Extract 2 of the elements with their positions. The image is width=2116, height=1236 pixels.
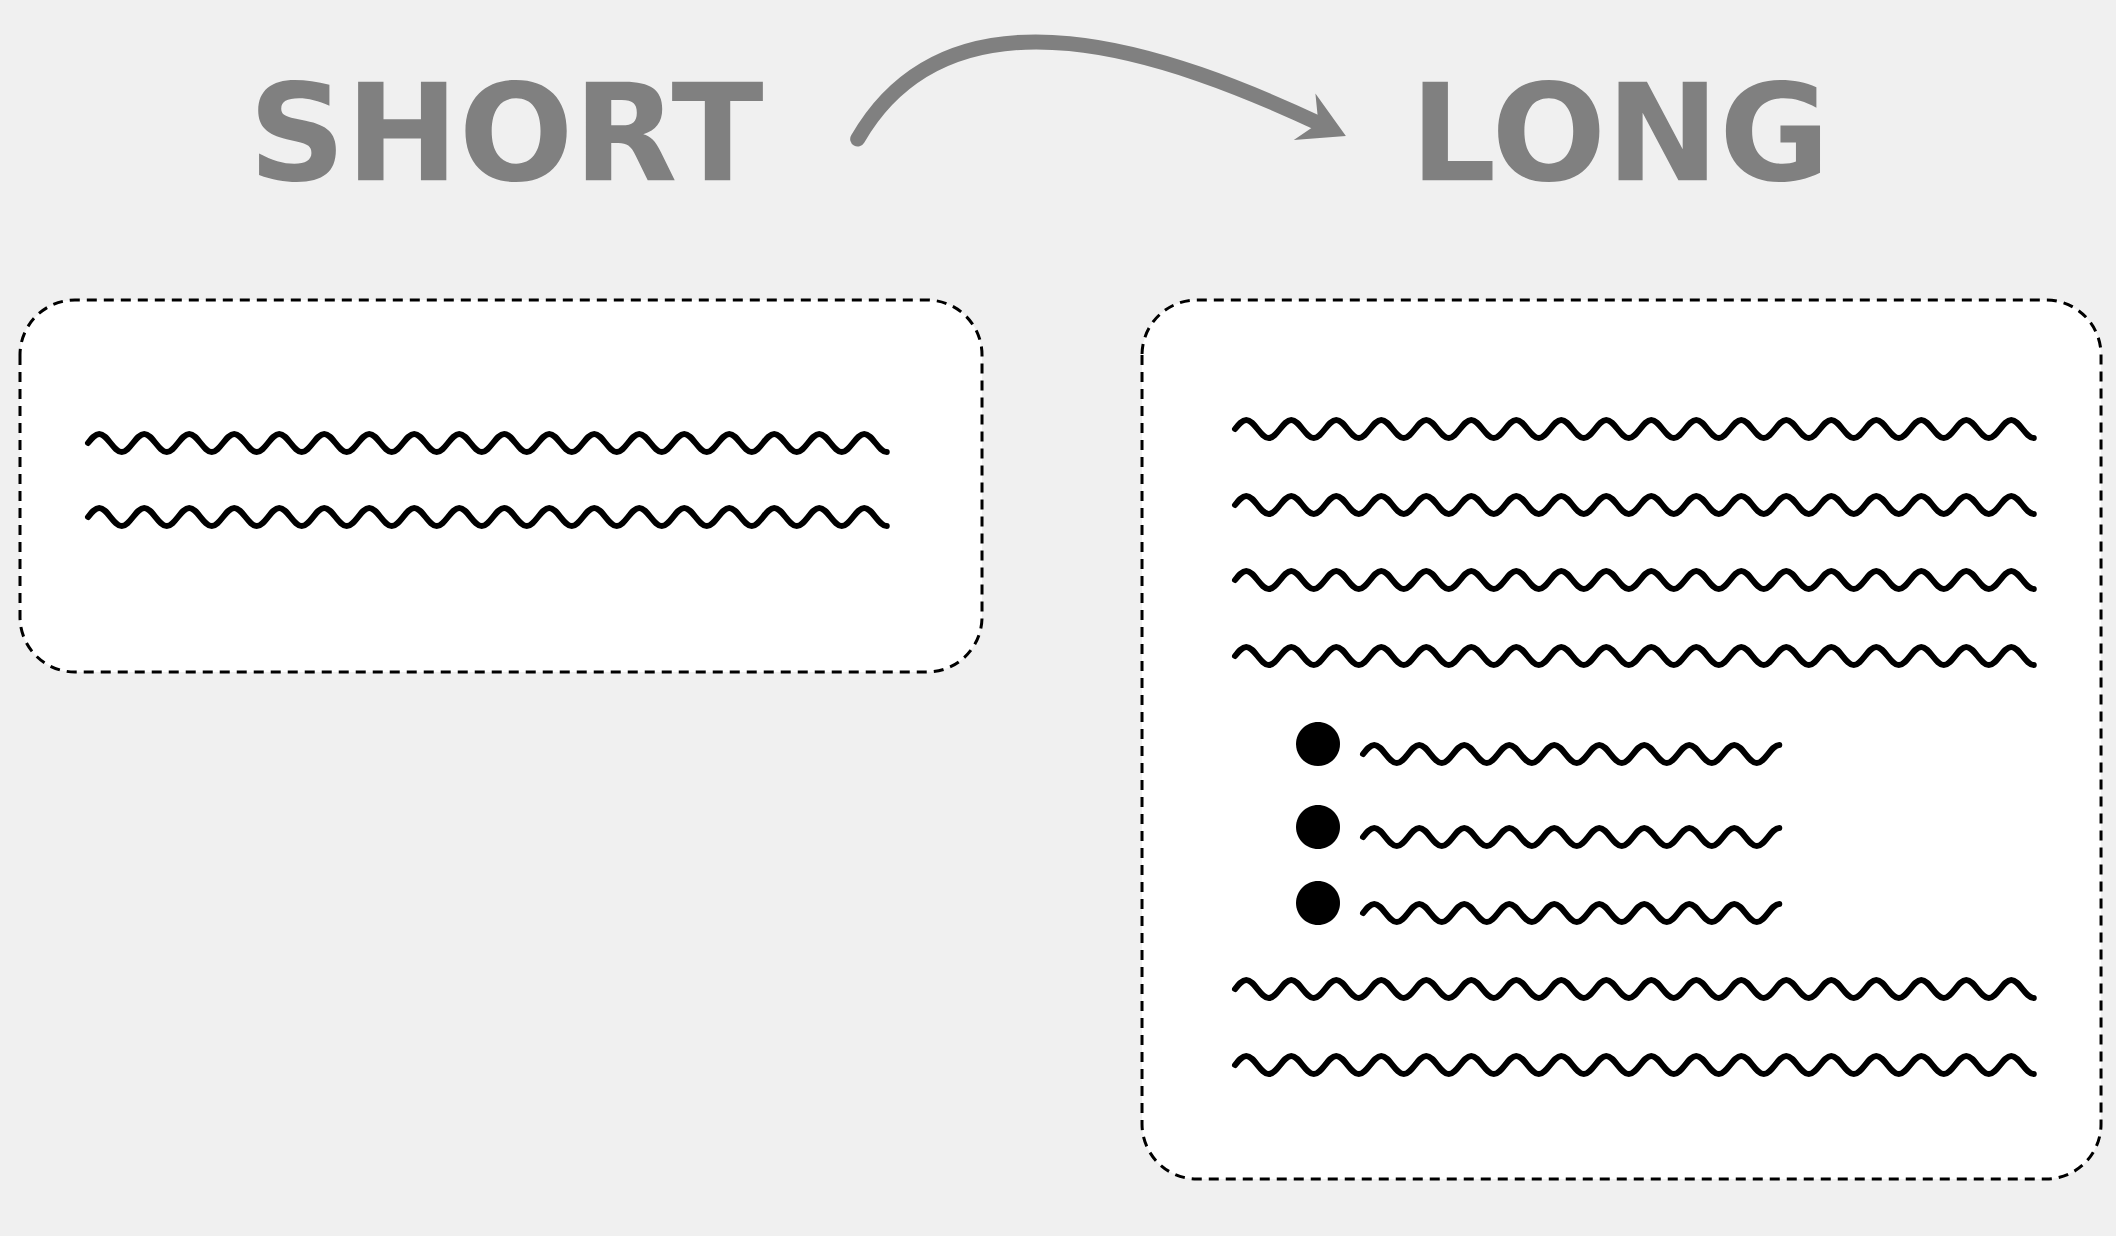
heading-word: SHORT xyxy=(258,79,763,183)
heading-word: LONG xyxy=(1422,79,1820,183)
